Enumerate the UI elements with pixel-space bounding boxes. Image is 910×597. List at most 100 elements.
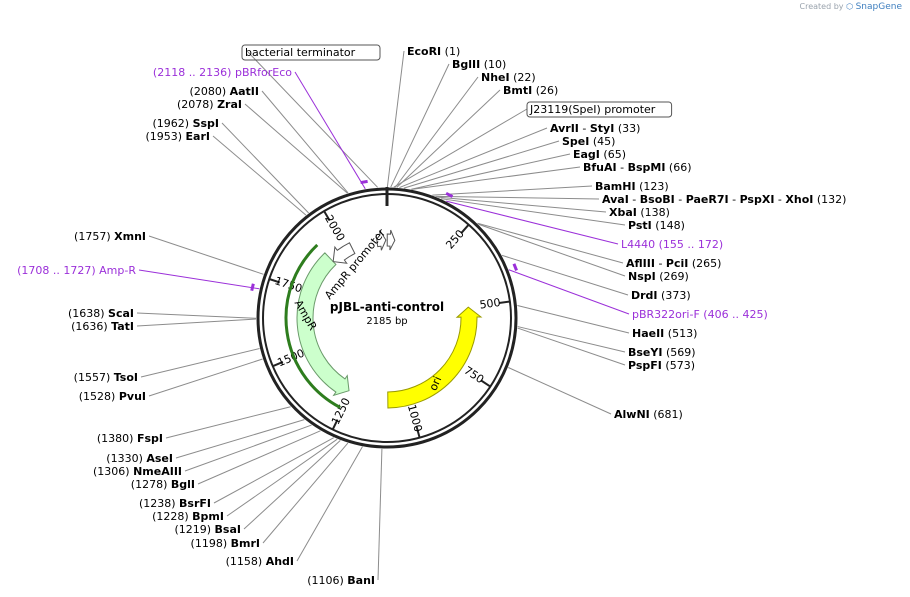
enzyme-name: XhoI xyxy=(785,193,813,206)
enzyme-name: BanI xyxy=(347,574,375,587)
leader-line xyxy=(148,358,263,397)
site-position: (573) xyxy=(662,359,695,372)
leader-line xyxy=(517,326,626,353)
enzyme-site-label: DrdI (373) xyxy=(631,289,691,302)
site-text: SpeI (45) xyxy=(562,135,615,148)
site-position: - xyxy=(675,193,686,206)
enzyme-site-label: (1528) PvuI xyxy=(79,390,146,403)
enzyme-site-label: (1106) BanI xyxy=(307,574,375,587)
site-text: BglII (10) xyxy=(452,58,506,71)
site-text: DrdI (373) xyxy=(631,289,691,302)
enzyme-name: EarI xyxy=(186,130,210,143)
enzyme-name: BspMI xyxy=(628,161,666,174)
primer-binding-mark xyxy=(445,191,454,198)
leader-line xyxy=(386,50,405,188)
site-text: L4440 (155 .. 172) xyxy=(621,238,723,251)
site-position: (569) xyxy=(662,346,695,359)
primer-binding-mark xyxy=(250,283,255,292)
site-position: - xyxy=(629,193,640,206)
enzyme-site-label: PspFI (573) xyxy=(628,359,695,372)
site-text: (1158) AhdI xyxy=(226,555,294,568)
site-position: (138) xyxy=(637,206,670,219)
site-position: (1106) xyxy=(307,574,347,587)
enzyme-site-label: (1306) NmeAIII xyxy=(93,465,182,478)
enzyme-name: BsrFI xyxy=(179,497,211,510)
enzyme-site-label: (1158) AhdI xyxy=(226,555,294,568)
feature-arrow-2 xyxy=(332,242,356,264)
leader-line xyxy=(136,312,257,319)
site-position: (1528) xyxy=(79,390,119,403)
tick-label: 500 xyxy=(479,296,502,312)
site-position: (22) xyxy=(510,71,536,84)
site-position: (1557) xyxy=(74,371,114,384)
site-position: Amp-R xyxy=(99,264,136,277)
site-text: NspI (269) xyxy=(628,270,689,283)
enzyme-name: SspI xyxy=(193,117,219,130)
site-position: (66) xyxy=(665,161,691,174)
enzyme-name: AvrII xyxy=(550,122,579,135)
enzyme-site-label: (1198) BmrI xyxy=(191,537,260,550)
site-position: (155 .. 172) xyxy=(655,238,723,251)
tick-label: 2000 xyxy=(322,213,347,244)
enzyme-site-label: (1962) SspI xyxy=(152,117,219,130)
feature-arrow-1 xyxy=(296,252,350,397)
primer-label: L4440 (155 .. 172) xyxy=(621,238,723,251)
site-position: (265) xyxy=(688,257,721,270)
leader-line xyxy=(243,440,341,530)
site-text: AvaI - BsoBI - PaeR7I - PspXI - XhoI (13… xyxy=(602,193,846,206)
enzyme-name: XbaI xyxy=(609,206,637,219)
site-position: (1198) xyxy=(191,537,231,550)
enzyme-name: SpeI xyxy=(562,135,589,148)
site-position: (373) xyxy=(658,289,691,302)
site-position: L4440 xyxy=(621,238,655,251)
site-position: pBRforEco xyxy=(235,66,292,79)
leader-line xyxy=(441,198,626,226)
enzyme-name: PspXI xyxy=(740,193,775,206)
enzyme-site-label: (1238) BsrFI xyxy=(139,497,211,510)
site-text: PspFI (573) xyxy=(628,359,695,372)
enzyme-name: AvaI xyxy=(602,193,629,206)
leader-line xyxy=(403,140,560,189)
site-text: EcoRI (1) xyxy=(407,45,460,58)
site-position: (1278) xyxy=(131,478,171,491)
site-position: (1306) xyxy=(93,465,133,478)
leader-line xyxy=(517,327,626,366)
leader-line xyxy=(435,195,600,200)
leader-line xyxy=(377,448,383,581)
enzyme-name: PaeR7I xyxy=(686,193,729,206)
enzyme-name: PciI xyxy=(666,257,688,270)
leader-line xyxy=(390,63,450,188)
site-position: (26) xyxy=(532,84,558,97)
site-position: (148) xyxy=(652,219,685,232)
enzyme-site-label: PstI (148) xyxy=(628,219,685,232)
site-position: (45) xyxy=(589,135,615,148)
leader-line xyxy=(244,103,348,194)
site-position: (10) xyxy=(480,58,506,71)
enzyme-name: BglII xyxy=(452,58,480,71)
feature-label: AmpR xyxy=(292,298,320,333)
enzyme-site-label: XbaI (138) xyxy=(609,206,670,219)
enzyme-name: AlwNI xyxy=(614,408,650,421)
site-position: (1708 .. 1727) xyxy=(17,264,99,277)
site-text: (1330) AseI xyxy=(106,452,173,465)
enzyme-site-label: (1636) TatI xyxy=(71,320,134,333)
site-position: - xyxy=(579,122,590,135)
watermark-created-by: Created by xyxy=(799,2,844,11)
site-text: (1380) FspI xyxy=(97,432,163,445)
site-position: (2078) xyxy=(177,98,217,111)
site-text: AflIII - PciI (265) xyxy=(626,257,721,270)
leader-line xyxy=(212,135,307,216)
site-position: (1219) xyxy=(174,523,214,536)
site-text: (1636) TatI xyxy=(71,320,134,333)
enzyme-site-label: EcoRI (1) xyxy=(407,45,460,58)
site-text: AlwNI (681) xyxy=(614,408,683,421)
feature-box-frame xyxy=(526,101,673,118)
enzyme-name: BseYI xyxy=(628,346,662,359)
leader-line xyxy=(437,196,607,213)
enzyme-name: NmeAIII xyxy=(133,465,182,478)
enzyme-site-label: (1380) FspI xyxy=(97,432,163,445)
site-position: (1962) xyxy=(152,117,192,130)
leader-line xyxy=(294,71,366,190)
site-text: (1306) NmeAIII xyxy=(93,465,182,478)
